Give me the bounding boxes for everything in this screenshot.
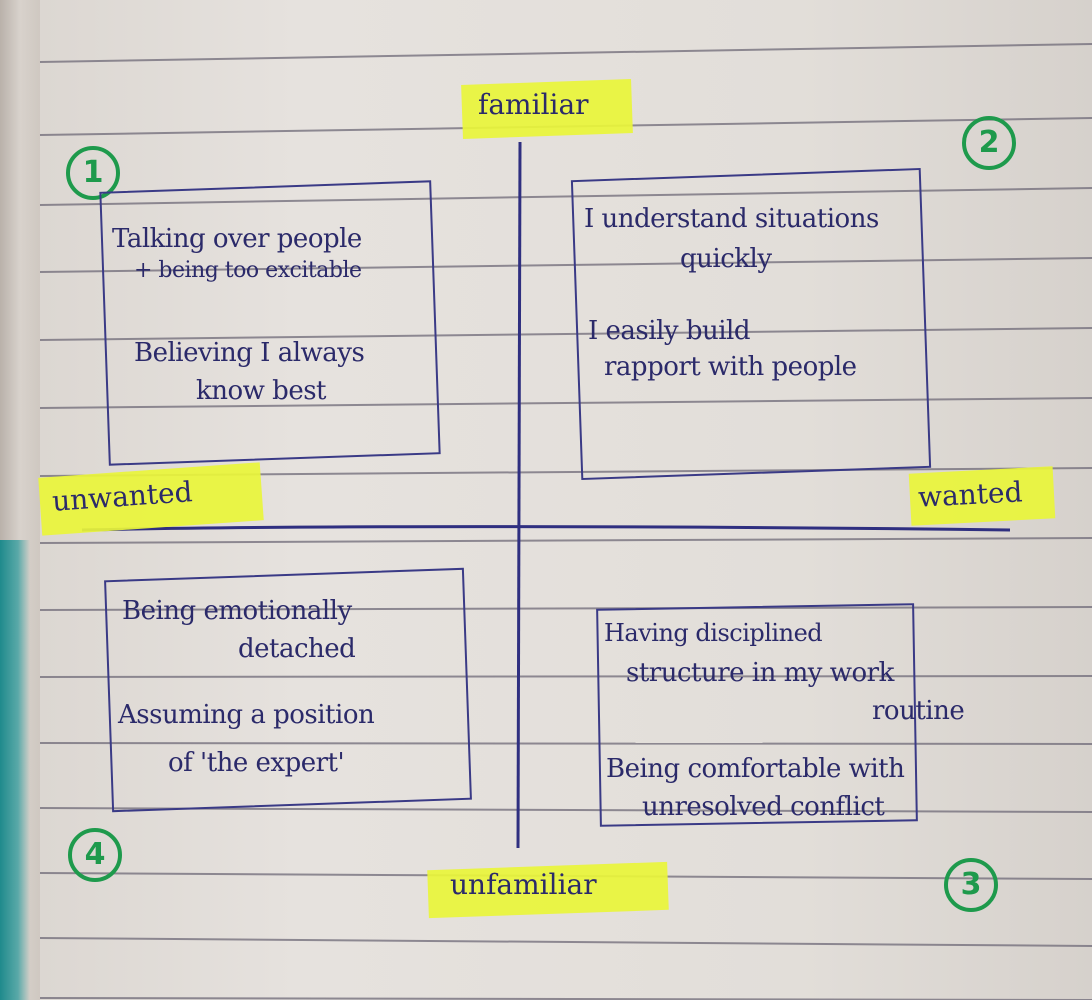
q4-line-3: Assuming a position xyxy=(118,700,375,730)
q1-line-3: Believing I always xyxy=(134,338,365,368)
q3-line-2: structure in my work xyxy=(626,658,894,688)
axis-label-unfamiliar: unfamiliar xyxy=(450,868,597,901)
rule-line xyxy=(39,675,1092,678)
q2-line-3: I easily build xyxy=(588,316,751,346)
q3-line-1: Having disciplined xyxy=(604,619,823,647)
rule-line xyxy=(39,43,1092,63)
q1-line-2: + being too excitable xyxy=(134,258,362,283)
horizontal-axis xyxy=(81,525,1011,532)
q1-line-4: know best xyxy=(196,376,327,406)
rule-line xyxy=(39,397,1092,409)
rule-line xyxy=(39,807,1092,813)
notebook-cover-edge xyxy=(0,540,30,1000)
q2-line-2: quickly xyxy=(680,244,772,274)
quadrant-number-4: 4 xyxy=(68,828,122,882)
q4-line-4: of 'the expert' xyxy=(168,748,345,778)
quadrant-number-1: 1 xyxy=(66,146,120,200)
rule-line xyxy=(39,537,1092,544)
rule-line xyxy=(39,257,1092,273)
q2-line-1: I understand situations xyxy=(584,204,879,234)
rule-line xyxy=(39,937,1092,947)
q4-line-2: detached xyxy=(238,634,356,664)
q4-line-1: Being emotionally xyxy=(122,596,352,626)
quadrant-number-2: 2 xyxy=(962,116,1016,170)
rule-line xyxy=(39,606,1092,611)
axis-label-wanted: wanted xyxy=(917,475,1024,514)
vertical-axis xyxy=(516,141,522,849)
quadrant-number-3: 3 xyxy=(944,858,998,912)
rule-line xyxy=(39,742,1092,745)
axis-label-familiar: familiar xyxy=(478,88,589,121)
q1-line-1: Talking over people xyxy=(112,224,362,254)
q3-line-5: unresolved conflict xyxy=(642,792,885,822)
q2-line-4: rapport with people xyxy=(604,352,857,382)
rule-line xyxy=(39,187,1092,206)
rule-line xyxy=(39,327,1092,341)
q3-line-3: routine xyxy=(872,696,965,726)
q3-line-4: Being comfortable with xyxy=(606,754,905,784)
